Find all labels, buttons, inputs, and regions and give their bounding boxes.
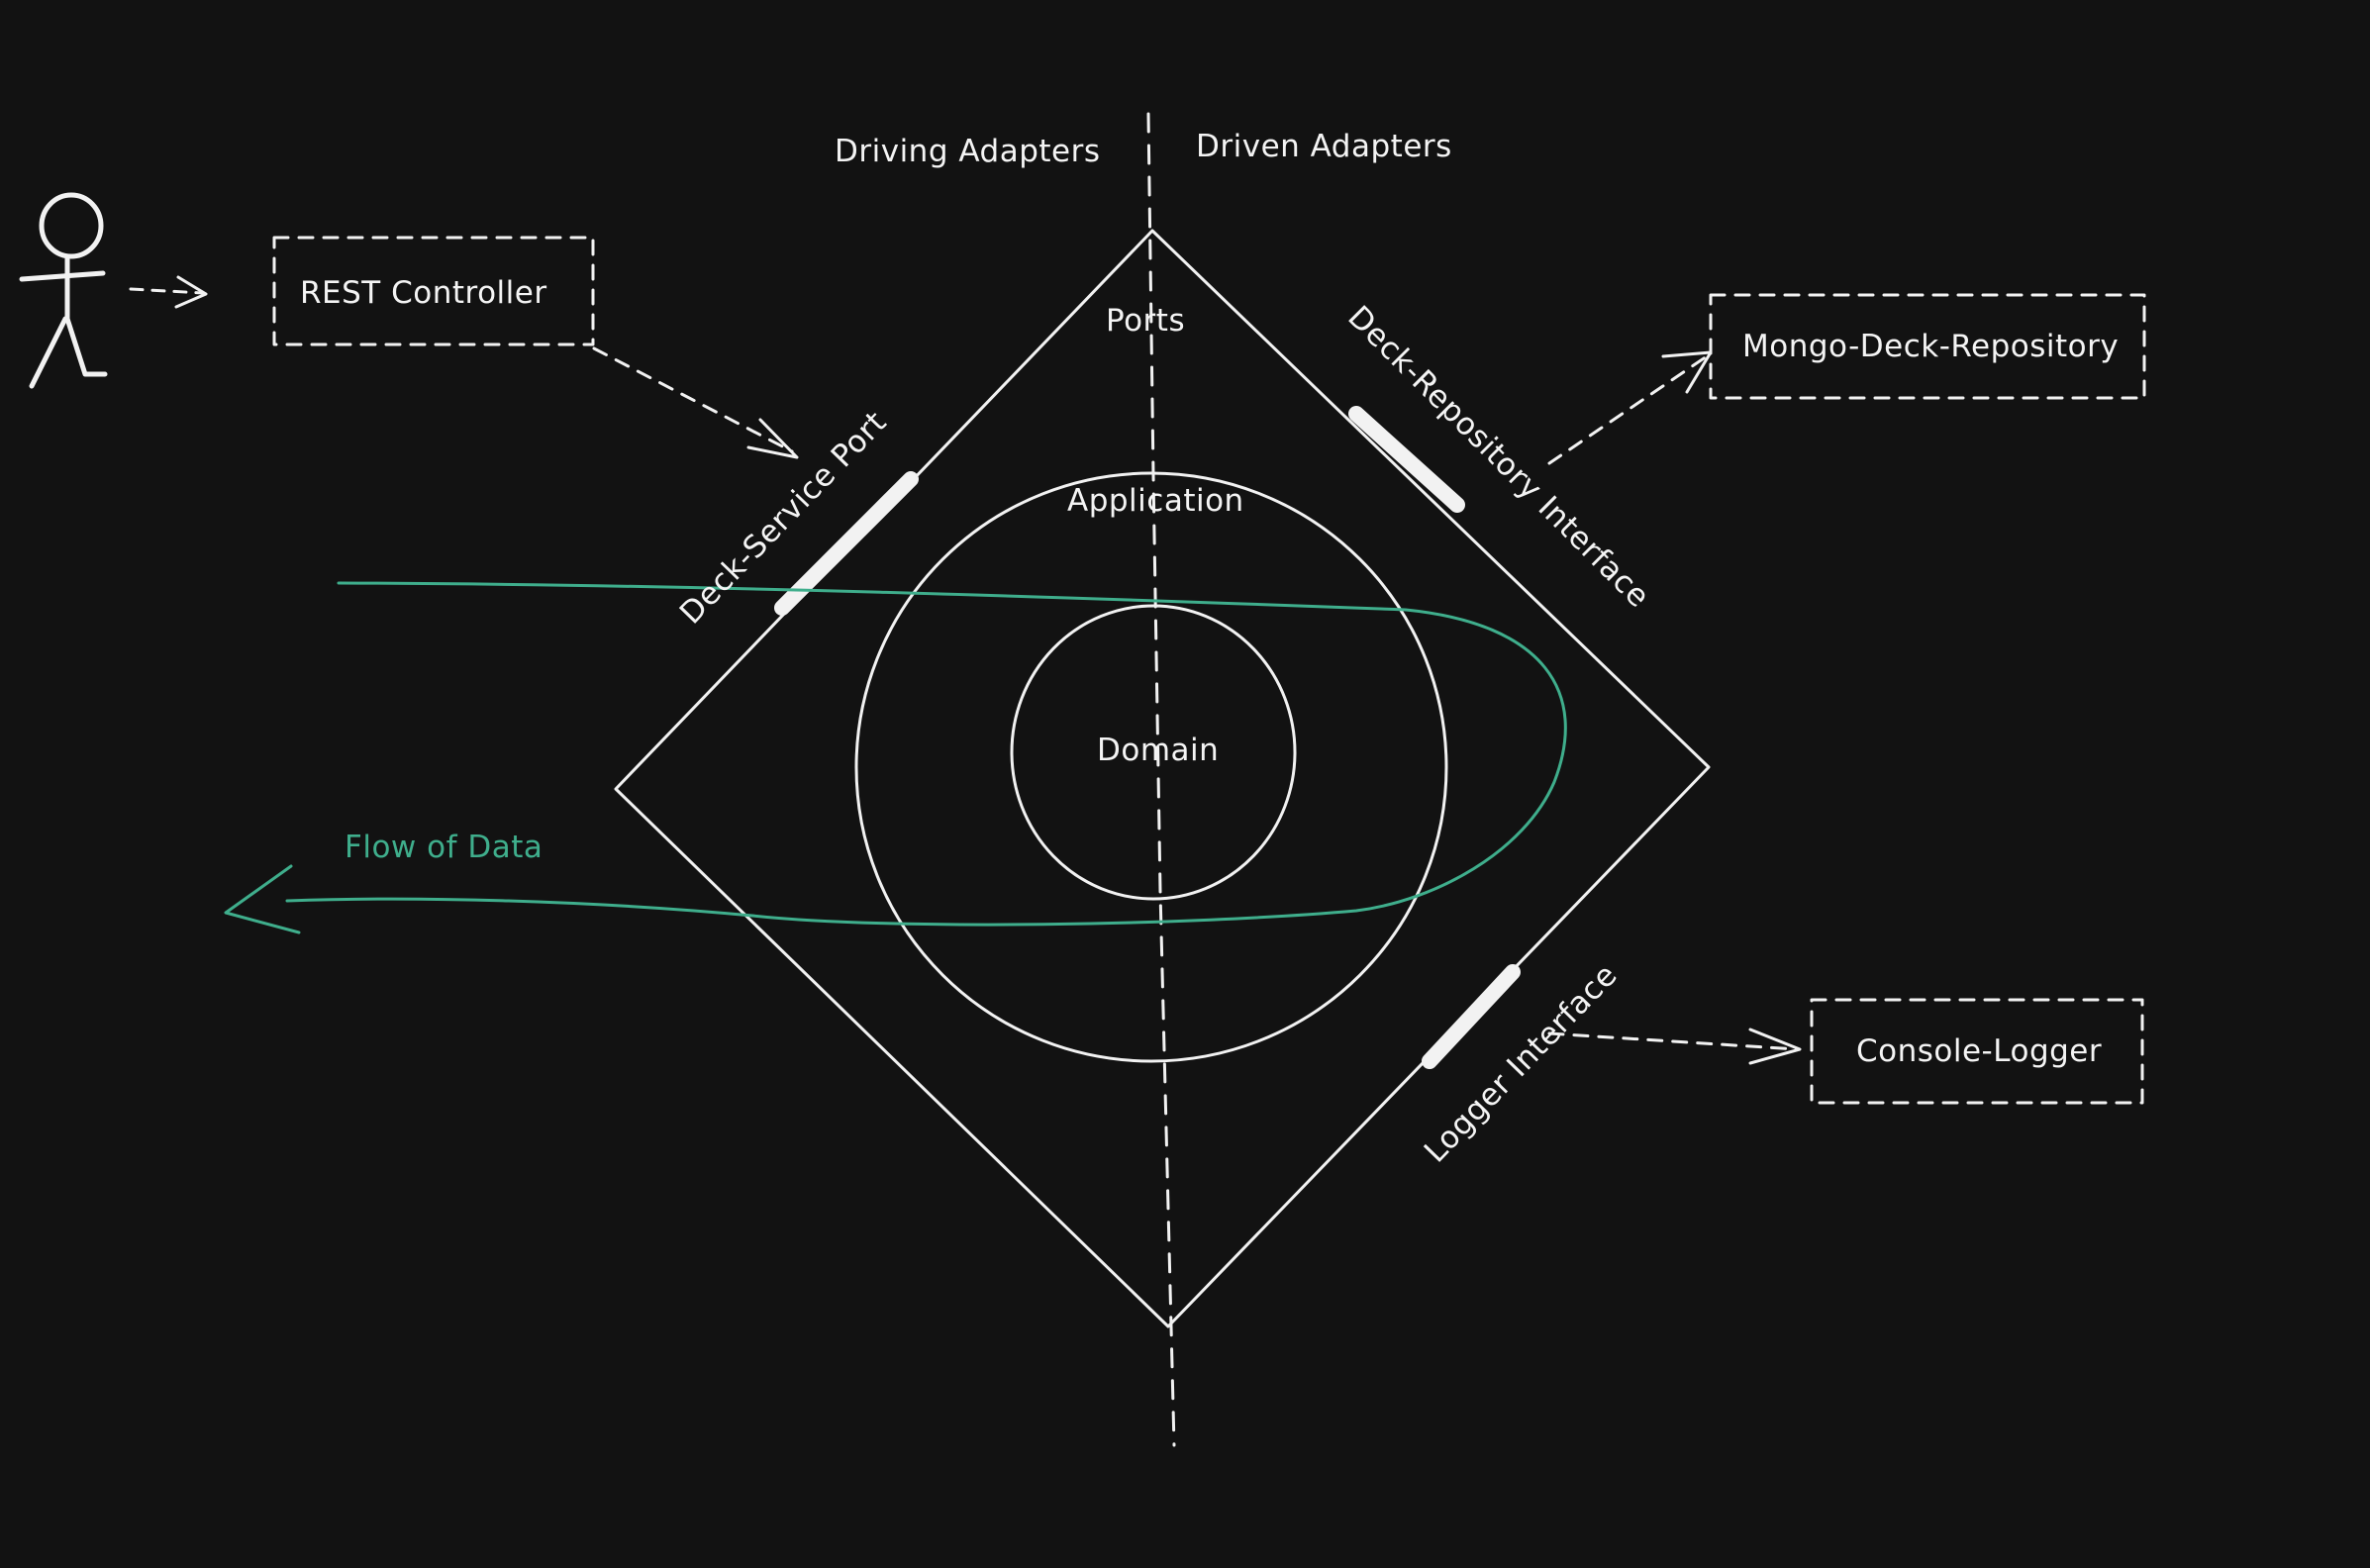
driven-adapters-label: Driven Adapters <box>1196 129 1452 164</box>
rest-to-port-arrow <box>592 346 794 453</box>
application-label: Application <box>1067 483 1244 519</box>
logger-to-console-arrowhead <box>1748 1028 1802 1065</box>
logger-to-console-arrow <box>1547 1031 1799 1051</box>
mongo-deck-repository-box <box>1709 293 2146 400</box>
mongo-deck-repository-label: Mongo-Deck-Repository <box>1742 329 2119 364</box>
ports-diamond <box>614 229 1711 1328</box>
logger-interface-label: Logger Interface <box>1418 957 1625 1170</box>
flow-of-data-arrowhead <box>224 864 301 934</box>
flow-of-data-label: Flow of Data <box>345 830 543 865</box>
driving-adapters-label: Driving Adapters <box>835 134 1101 169</box>
domain-label: Domain <box>1097 733 1219 768</box>
actor-to-rest-arrow <box>129 287 205 295</box>
console-logger-box <box>1810 998 2144 1105</box>
domain-circle <box>1010 604 1297 901</box>
repo-to-mongo-arrow <box>1547 354 1709 465</box>
deck-service-port-mark <box>774 471 919 616</box>
ports-label: Ports <box>1106 303 1185 339</box>
adapter-divider-line <box>1146 112 1176 1447</box>
deck-repository-interface-mark <box>1348 406 1465 513</box>
rest-to-port-arrowhead <box>746 418 799 459</box>
application-circle <box>854 471 1448 1063</box>
rest-controller-box <box>272 236 595 346</box>
logger-interface-mark <box>1422 964 1521 1069</box>
actor-to-rest-arrowhead <box>174 275 208 309</box>
rest-controller-label: REST Controller <box>300 275 547 311</box>
stick-figure-icon <box>19 192 108 389</box>
flow-of-data-path <box>285 581 1567 927</box>
console-logger-label: Console-Logger <box>1856 1033 2102 1069</box>
